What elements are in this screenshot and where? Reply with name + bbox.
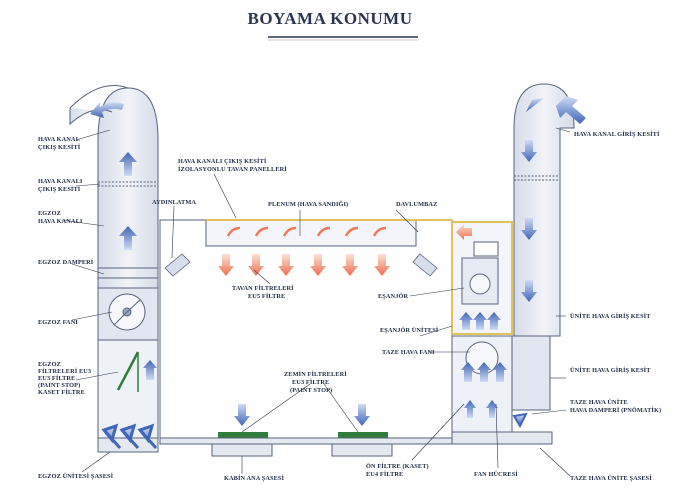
label-unite-hava-giris-kesit-1: ÜNİTE HAVA GİRİŞ KESİT <box>570 313 651 320</box>
lighting-fixture-left <box>164 253 191 277</box>
exhaust-inlet-arrow-1 <box>101 423 122 449</box>
lighting-fixture-right <box>412 253 438 277</box>
booth-cabin <box>159 219 453 439</box>
label-on-filtre: ÖN FİLTRE (KASET) EU4 FİLTRE <box>366 463 430 478</box>
ceiling-down-arrows <box>218 254 390 276</box>
labels: HAVA KANAL ÇIKIŞ KESİTİ HAVA KANALI ÇIKI… <box>38 131 661 482</box>
plenum-arrows <box>226 226 387 237</box>
cabin-base <box>159 437 453 457</box>
prefilter-up-arrow-1 <box>464 400 476 418</box>
exhaust-up-arrow-1 <box>119 152 137 176</box>
fan-up-arrows <box>461 362 507 382</box>
label-aydinlatma: AYDINLATMA <box>152 199 196 206</box>
leader-lines <box>61 127 571 477</box>
intake-top-arrow <box>526 98 544 112</box>
exhaust-filter-green <box>116 351 140 391</box>
intake-down-arrow-2 <box>521 218 537 240</box>
label-hava-kanal-giris-kesiti: HAVA KANAL GİRİŞ KESİTİ <box>574 131 660 138</box>
label-egzoz-filtreleri: EGZOZ FİLTRELERİ EU3 EU3 FİLTRE (PAINT S… <box>38 361 93 396</box>
label-egzoz-damperi: EGZOZ DAMPERİ <box>38 259 94 266</box>
exhaust-out-arrow <box>90 102 124 118</box>
label-taze-hava-unite-sasesi: TAZE HAVA ÜNİTE ŞASESİ <box>570 475 652 482</box>
floor-down-arrow-right <box>354 404 370 426</box>
label-hava-kanali-izolasyonlu: HAVA KANALI ÇIKIŞ KESİTİ İZOLASYONLU TAV… <box>178 158 287 173</box>
floor-down-arrow-left <box>234 404 250 426</box>
intake-down-arrow-3 <box>521 280 537 302</box>
exhaust-inlet-arrow-2 <box>119 423 140 449</box>
label-hava-kanal-cikis-kesiti: HAVA KANAL ÇIKIŞ KESİTİ <box>38 136 81 151</box>
floor-filter-right <box>338 432 388 438</box>
page-title: BOYAMA KONUMU <box>247 9 412 28</box>
label-hava-kanali-cikis-kesiti: HAVA KANALI ÇIKIŞ KESİTİ <box>38 178 84 193</box>
label-egzoz-fani: EGZOZ FANI <box>38 319 78 326</box>
exhaust-unit-up-arrow <box>143 360 157 380</box>
label-tavan-filtreleri: TAVAN FİLTRELERİ EU5 FİLTRE <box>232 285 295 300</box>
label-taze-hava-fani: TAZE HAVA FANI <box>382 349 435 356</box>
label-esanjor: EŞANJÖR <box>378 293 408 300</box>
exhaust-duct <box>69 85 159 289</box>
label-egzoz-unitesi-sasesi: EGZOZ ÜNİTESİ ŞASESİ <box>38 473 114 480</box>
intake-in-arrow <box>556 96 586 124</box>
hood-left-arrow <box>456 224 472 240</box>
label-egzoz-hava-kanali: EGZOZ HAVA KANALI <box>38 210 83 225</box>
label-fan-hucresi: FAN HÜCRESİ <box>474 471 518 478</box>
damper-inlet-arrow <box>512 412 528 429</box>
exchanger-up-arrows <box>459 312 501 330</box>
label-plenum: PLENUM (HAVA SANDIĞI) <box>268 200 348 208</box>
label-davlumbaz: DAVLUMBAZ <box>396 201 437 208</box>
label-zemin-filtreleri: ZEMİN FİLTRELERİ EU3 FİLTRE (PAINT STOP) <box>284 371 348 394</box>
exhaust-inlet-arrow-3 <box>137 423 158 449</box>
intake-down-arrow-1 <box>521 140 537 162</box>
label-taze-hava-unite-damperi: TAZE HAVA ÜNİTE HAVA DAMPERİ (PNÖMATİK) <box>570 399 661 414</box>
intake-duct <box>513 83 575 337</box>
prefilter-up-arrow-2 <box>486 400 498 418</box>
label-kabin-ana-sasesi: KABİN ANA ŞASESİ <box>224 475 284 482</box>
label-unite-hava-giris-kesit-2: ÜNİTE HAVA GİRİŞ KESİT <box>570 367 651 374</box>
exhaust-up-arrow-2 <box>119 226 137 250</box>
floor-filter-left <box>218 432 268 438</box>
label-esanjor-unitesi: EŞANJÖR ÜNİTESİ <box>380 327 439 334</box>
